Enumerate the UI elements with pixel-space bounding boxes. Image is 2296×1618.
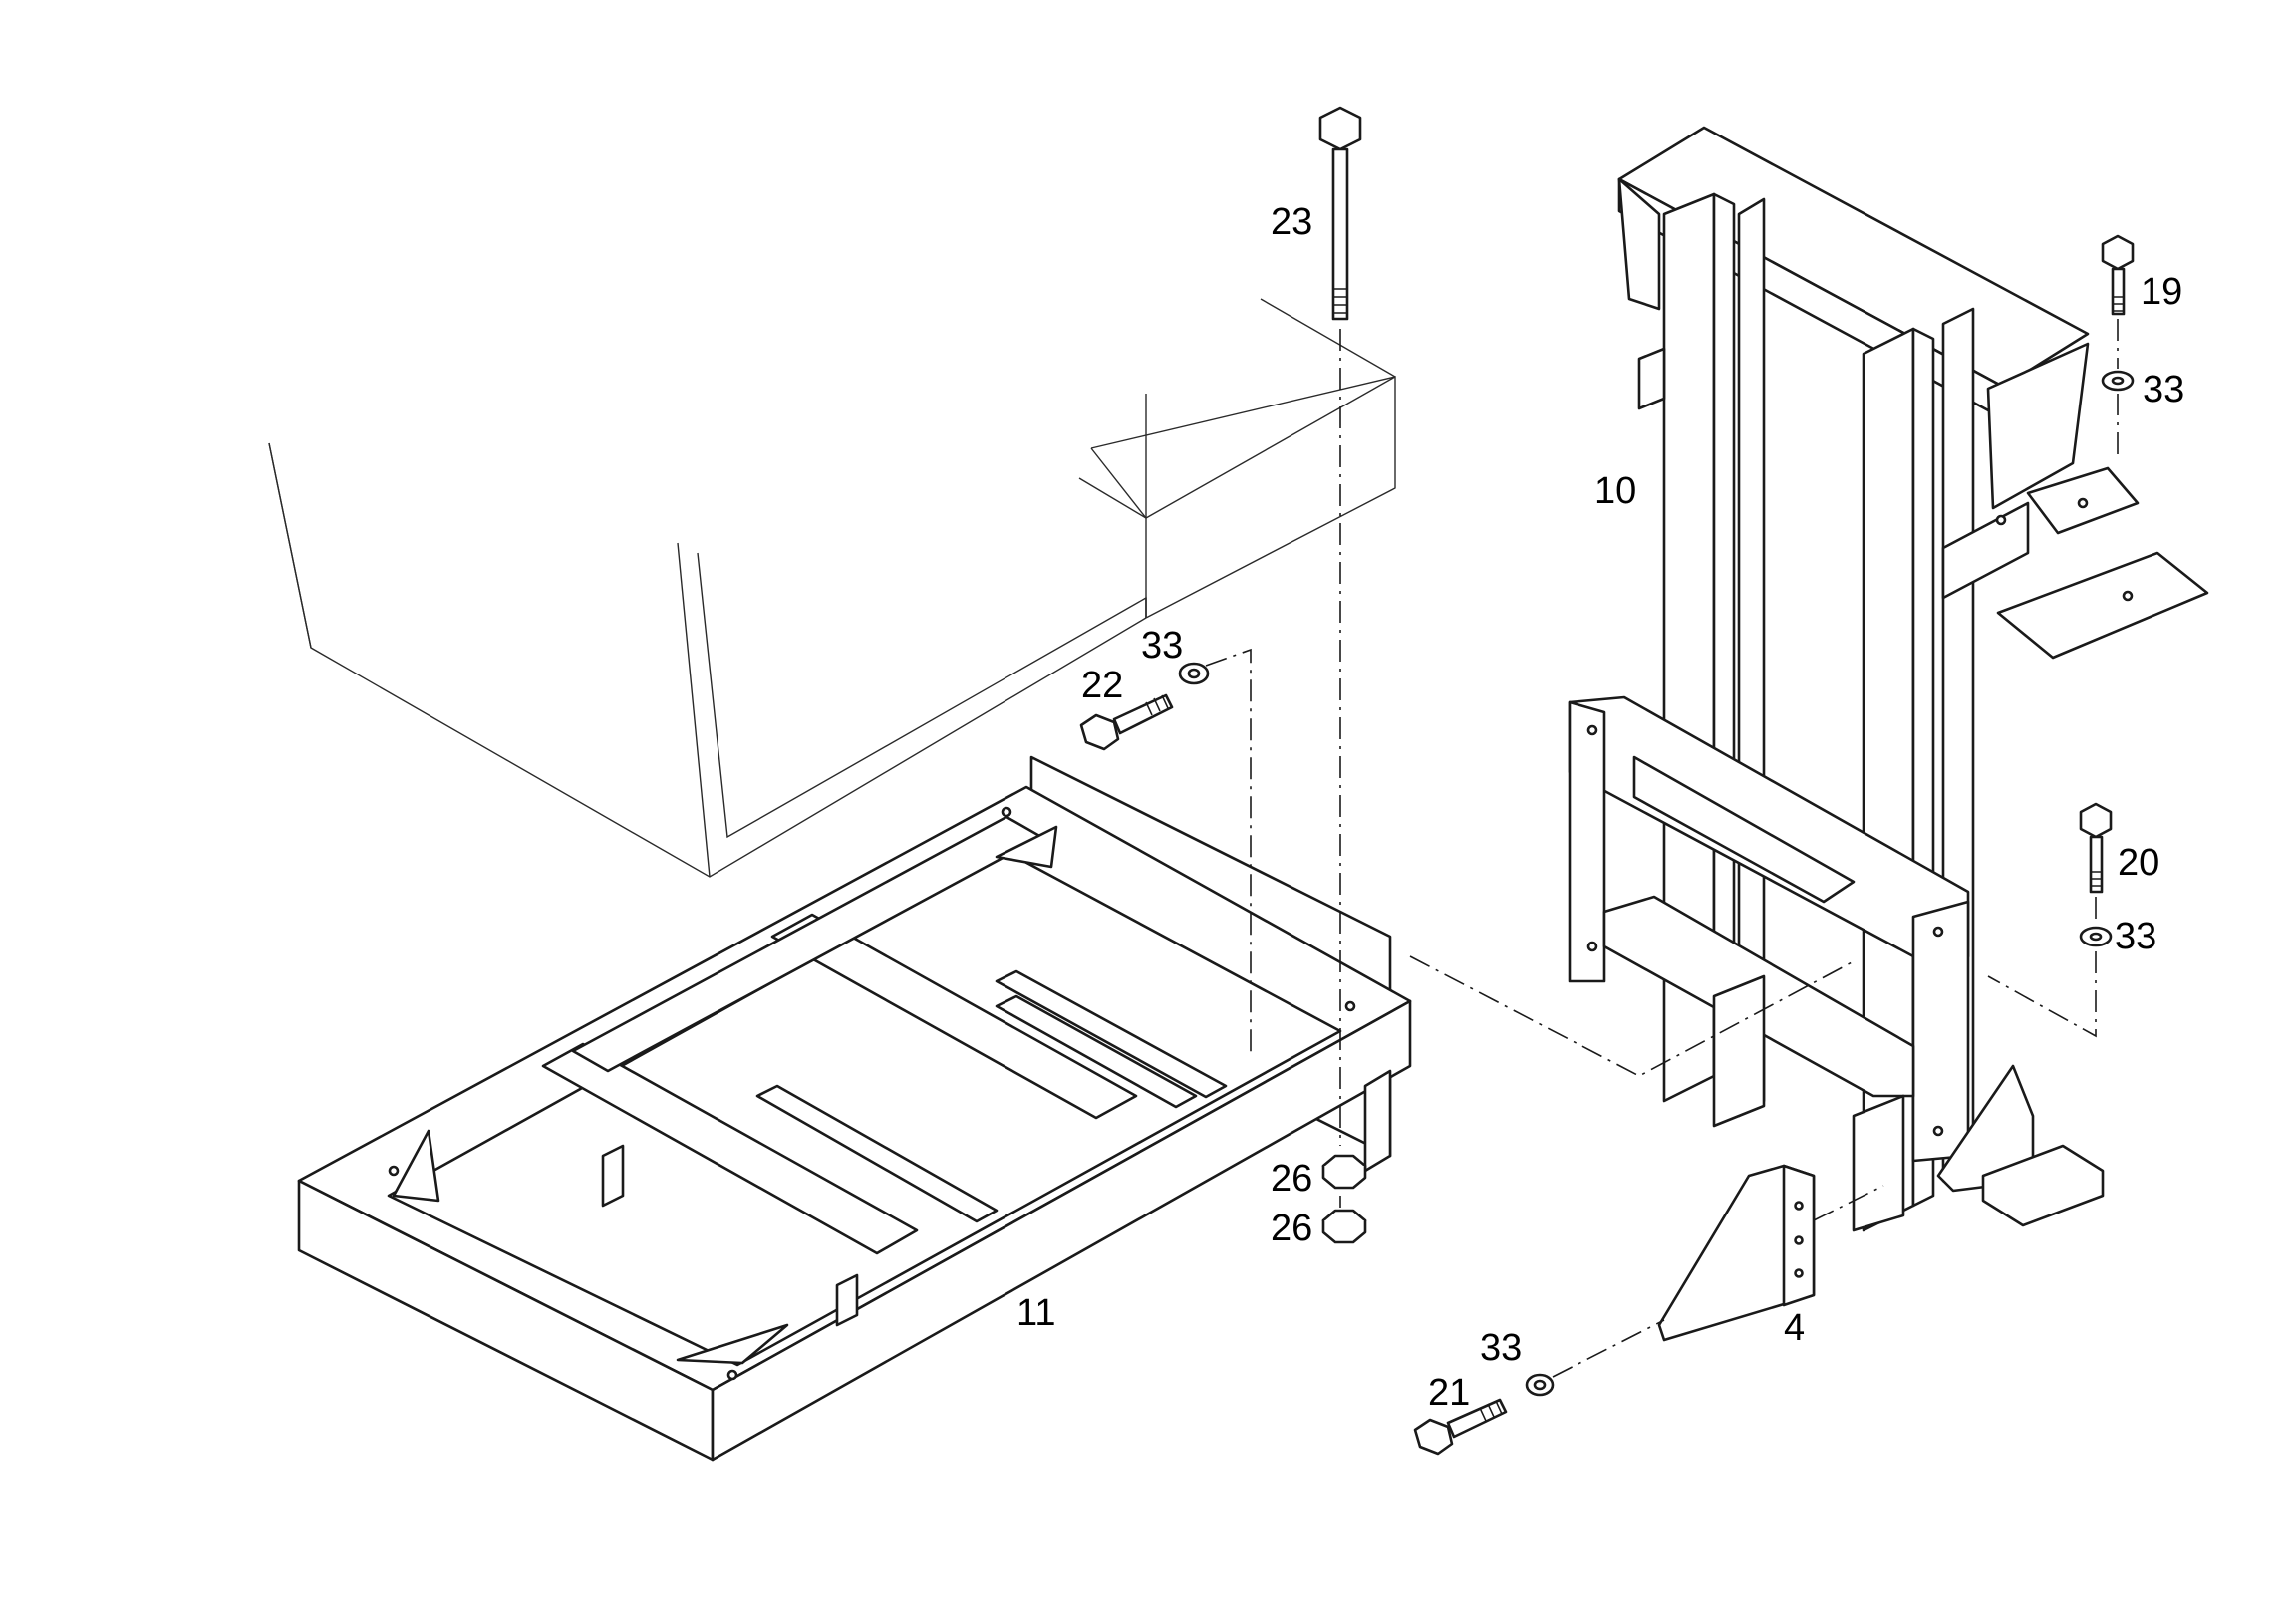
callout-labels: 4 10 11 19 20 21 22 23 26 26 33 33 33 33 — [1016, 201, 2184, 1414]
bracket-part-4 — [1657, 1164, 1816, 1342]
bolt-part-22 — [1079, 693, 1174, 751]
callout-22: 22 — [1081, 665, 1123, 706]
bolt-part-19 — [2101, 234, 2135, 316]
callout-10: 10 — [1594, 470, 1636, 512]
base-frame-part-11 — [297, 755, 1412, 1462]
callout-26-upper: 26 — [1271, 1158, 1312, 1200]
callout-26-lower: 26 — [1271, 1208, 1312, 1249]
nut-part-26-b — [1321, 1209, 1367, 1244]
callout-11: 11 — [1016, 1292, 1055, 1334]
washer-part-33-b — [2101, 370, 2135, 392]
bolt-part-23 — [1318, 106, 1362, 321]
callout-33-left: 33 — [1141, 625, 1183, 667]
callout-21: 21 — [1428, 1372, 1470, 1414]
callout-33-bottom: 33 — [1480, 1327, 1522, 1369]
machine-body-outline — [268, 298, 1396, 878]
mast-assembly-part-10 — [1568, 126, 2209, 1232]
callout-33-lower-right: 33 — [2115, 916, 2156, 957]
nut-part-26-a — [1321, 1154, 1367, 1190]
bolt-part-20 — [2079, 802, 2113, 894]
callout-23: 23 — [1271, 201, 1312, 243]
washer-part-33-c — [2079, 926, 2113, 947]
bolt-part-21 — [1413, 1398, 1508, 1456]
washer-part-33-a — [1178, 662, 1210, 685]
callout-20: 20 — [2118, 842, 2159, 884]
assembly-lines — [1205, 319, 2119, 1378]
callout-33-upper-right: 33 — [2143, 369, 2184, 410]
washer-part-33-d — [1525, 1373, 1555, 1397]
callout-19: 19 — [2141, 271, 2182, 313]
callout-4: 4 — [1784, 1307, 1805, 1349]
